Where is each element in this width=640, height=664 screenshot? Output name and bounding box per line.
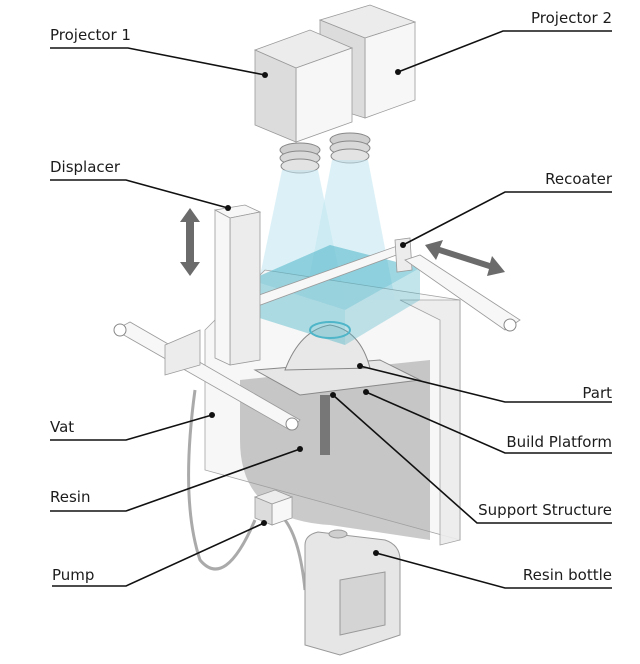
callout-recoater: Recoater — [400, 170, 613, 248]
label-recoater: Recoater — [545, 170, 613, 188]
recoater — [244, 237, 521, 332]
callout-resin: Resin — [50, 446, 303, 512]
callout-displacer: Displacer — [50, 158, 231, 211]
callout-projector-1: Projector 1 — [50, 26, 268, 78]
label-vat: Vat — [50, 418, 74, 436]
label-projector-1: Projector 1 — [50, 26, 131, 44]
left-belt — [113, 321, 301, 431]
label-build-platform: Build Platform — [506, 433, 612, 451]
tubing — [187, 389, 307, 591]
callout-resin-bottle: Resin bottle — [373, 550, 612, 589]
label-resin-bottle: Resin bottle — [523, 566, 612, 584]
callout-build-platform: Build Platform — [363, 389, 612, 454]
part — [284, 321, 371, 371]
label-pump: Pump — [52, 566, 94, 584]
label-support-structure: Support Structure — [478, 501, 612, 519]
vat — [204, 269, 461, 546]
callout-support-structure: Support Structure — [330, 392, 612, 524]
vertical-arrow-icon — [180, 208, 200, 276]
label-part: Part — [582, 384, 612, 402]
projector-1 — [253, 29, 354, 143]
callout-vat: Vat — [50, 412, 215, 441]
horizontal-arrow-icon — [425, 240, 505, 276]
label-displacer: Displacer — [50, 158, 121, 176]
projector-lenses — [279, 132, 371, 174]
motion-arrows — [180, 208, 505, 276]
label-projector-2: Projector 2 — [531, 9, 612, 27]
pump — [253, 489, 294, 526]
resin-bottle — [304, 529, 401, 656]
callout-pump: Pump — [52, 520, 267, 587]
displacer — [213, 204, 262, 366]
callout-projector-2: Projector 2 — [395, 9, 612, 75]
callout-part: Part — [357, 363, 612, 403]
label-resin: Resin — [50, 488, 90, 506]
